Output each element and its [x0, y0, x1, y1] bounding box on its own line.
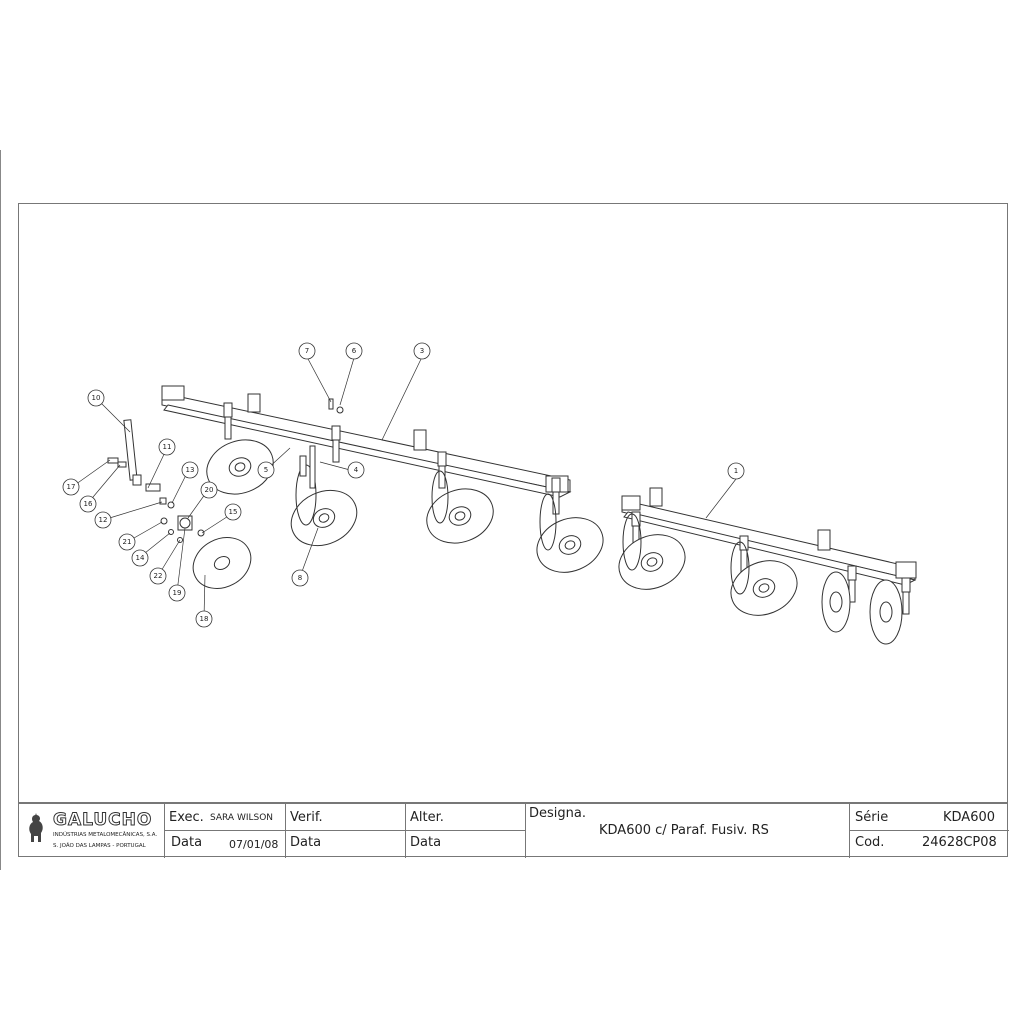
svg-text:15: 15 [229, 508, 238, 516]
svg-text:18: 18 [200, 615, 209, 623]
disc-right-4 [869, 579, 903, 645]
divider [525, 804, 526, 858]
disc-right-2 [722, 550, 806, 626]
serie-label: Série [855, 810, 889, 825]
svg-text:14: 14 [136, 554, 145, 562]
leader-lines [71, 356, 737, 619]
verif-data-label: Data [290, 835, 322, 850]
callout-7: 7 [298, 342, 316, 360]
divider [285, 804, 286, 858]
exec-label: Exec. [169, 810, 204, 825]
svg-text:17: 17 [67, 483, 76, 491]
scraper-arc-4 [622, 513, 642, 571]
exec-value: SARA WILSON [210, 813, 274, 823]
small-hardware [107, 398, 344, 543]
svg-text:13: 13 [186, 466, 195, 474]
disc-left-4 [528, 507, 612, 583]
disc-left-2 [281, 479, 367, 557]
svg-text:10: 10 [92, 394, 101, 402]
data-value: 07/01/08 [229, 838, 279, 851]
svg-text:1: 1 [734, 467, 738, 475]
callout-19: 19 [168, 584, 186, 602]
callout-3: 3 [413, 342, 431, 360]
alter-label: Alter. [410, 810, 444, 825]
svg-text:6: 6 [352, 347, 357, 355]
cod-value: 24628CP08 [922, 835, 997, 850]
callout-5: 5 [257, 461, 275, 479]
divider [849, 804, 850, 858]
cod-label: Cod. [855, 835, 885, 850]
rooster-logo-icon [29, 813, 43, 842]
callout-11: 11 [158, 438, 176, 456]
serie-value: KDA600 [943, 810, 996, 825]
disc-detail-18 [192, 537, 252, 589]
alter-data-label: Data [410, 835, 442, 850]
svg-text:4: 4 [354, 466, 359, 474]
company-line-2: S. JOÃO DAS LAMPAS - PORTUGAL [53, 843, 146, 849]
svg-text:7: 7 [305, 347, 309, 355]
callout-21: 21 [118, 533, 136, 551]
svg-text:11: 11 [163, 443, 172, 451]
drawing-frame [18, 203, 1008, 803]
callout-17: 17 [62, 478, 80, 496]
callout-8: 8 [291, 569, 309, 587]
divider [164, 804, 165, 858]
company-name: GALUCHO [52, 810, 153, 831]
callout-16: 16 [79, 495, 97, 513]
callout-13: 13 [181, 461, 199, 479]
divider [849, 830, 1009, 831]
svg-text:5: 5 [264, 466, 268, 474]
main-beam-right [621, 487, 917, 615]
callout-14: 14 [131, 549, 149, 567]
callout-20: 20 [200, 481, 218, 499]
disc-right-3 [821, 571, 851, 633]
callout-1: 1 [727, 462, 745, 480]
svg-text:20: 20 [205, 486, 214, 494]
callout-18: 18 [195, 610, 213, 628]
designa-value: KDA600 c/ Paraf. Fusiv. RS [599, 823, 769, 838]
title-block: GALUCHO INDÚSTRIAS METALOMECÂNICAS, S.A.… [18, 803, 1009, 858]
svg-text:21: 21 [123, 538, 132, 546]
scraper-arc-2 [431, 470, 449, 524]
svg-text:12: 12 [99, 516, 108, 524]
company-line-1: INDÚSTRIAS METALOMECÂNICAS, S.A. [53, 832, 158, 838]
main-beam-left [161, 385, 572, 515]
scraper-arm [123, 419, 142, 486]
callout-6: 6 [345, 342, 363, 360]
divider [405, 804, 406, 858]
callout-22: 22 [149, 567, 167, 585]
callout-4: 4 [347, 461, 365, 479]
disc-left-3 [418, 479, 502, 553]
divider [164, 830, 525, 831]
svg-text:19: 19 [173, 589, 182, 597]
svg-text:8: 8 [298, 574, 302, 582]
data-label: Data [171, 835, 203, 850]
scraper-arc-3 [539, 493, 557, 551]
scraper-arc-5 [730, 541, 750, 595]
callout-10: 10 [87, 389, 105, 407]
callout-12: 12 [94, 511, 112, 529]
designa-label: Designa. [529, 806, 586, 821]
callout-15: 15 [224, 503, 242, 521]
verif-label: Verif. [290, 810, 323, 825]
left-margin-rule [0, 150, 1, 870]
svg-text:3: 3 [420, 347, 424, 355]
svg-text:16: 16 [84, 500, 93, 508]
svg-text:22: 22 [154, 572, 163, 580]
